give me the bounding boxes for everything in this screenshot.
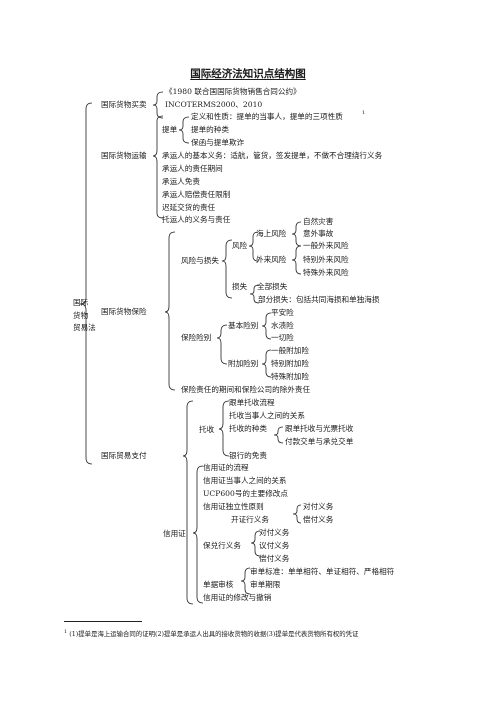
basic-coverage-label: 基本险别 <box>228 321 259 330</box>
review-bracket <box>240 567 251 595</box>
bl-guarantee: 保函与提单欺诈 <box>191 138 245 147</box>
additional-coverage-label: 附加险别 <box>228 359 259 368</box>
independence-bracket <box>292 504 302 524</box>
special-external-risk: 特别外来风险 <box>303 255 349 264</box>
bl-types: 提单的种类 <box>191 125 229 134</box>
all-risks: 一切险 <box>271 333 294 342</box>
general-additional: 一般附加险 <box>271 346 309 355</box>
sale-bracket <box>152 91 164 119</box>
bl-bracket <box>178 116 190 144</box>
branch-sale: 国际货物买卖 <box>101 100 147 109</box>
page-title: 国际经济法知识点结构图 <box>190 68 306 80</box>
external-bracket <box>291 245 302 275</box>
payment-obligation: 对付义务 <box>303 502 334 511</box>
accident: 意外事故 <box>303 229 334 238</box>
sale-incoterms: INCOTERMS2000、2010 <box>165 100 263 109</box>
risk-label: 风险 <box>232 241 248 250</box>
lc-amendment: 信用证的修改与撤销 <box>203 593 272 602</box>
fpa: 平安险 <box>271 308 294 317</box>
general-external-risk: 一般外来风险 <box>303 241 349 250</box>
lc-label: 信用证 <box>163 529 186 538</box>
collection-bracket <box>218 400 230 457</box>
confirm-payment: 对付义务 <box>259 528 290 537</box>
footnote-text: (1)提单是海上运输合同的证明(2)提单是承运人出具的接收货物的收据(3)提单是… <box>69 630 359 639</box>
maritime-risk-label: 海上风险 <box>256 229 287 238</box>
footnote: 1 (1)提单是海上运输合同的证明(2)提单是承运人出具的接收货物的收据(3)提… <box>64 628 358 639</box>
carrier-period: 承运人的责任期间 <box>162 164 223 173</box>
root-label-line-1: 国际 <box>73 298 89 307</box>
review-period: 审单期限 <box>250 580 281 589</box>
confirming-bank-label: 保兑行义务 <box>203 541 241 550</box>
total-loss: 全部损失 <box>257 282 288 291</box>
coverage-label: 保险险别 <box>181 333 212 342</box>
carrier-exemption: 承运人免责 <box>162 177 200 186</box>
confirm-negotiation: 议付义务 <box>259 541 290 550</box>
carrier-obligations: 承运人的基本义务：适航，管货，签发提单，不做不合理绕行义务 <box>162 151 383 160</box>
independence-principle: 信用证独立性原则 <box>203 502 264 511</box>
partial-loss: 部分损失：包括共同海损和单独海损 <box>258 295 380 304</box>
footnote-ref: 1 <box>362 110 366 116</box>
root-label-line-2: 货物 <box>73 311 89 320</box>
insurance-bracket <box>164 231 176 391</box>
insurance-period: 保险责任的期间和保险公司的除外责任 <box>181 385 311 394</box>
root-bracket <box>79 102 93 465</box>
footnote-mark: 1 <box>64 629 68 635</box>
collection-types-label: 托收的种类 <box>229 424 267 433</box>
risk-loss-label: 风险与损失 <box>181 256 219 265</box>
footnote-divider <box>64 621 142 622</box>
lc-flow: 信用证的流程 <box>203 463 249 472</box>
lc-parties: 信用证当事人之间的关系 <box>203 476 287 485</box>
reimbursement-obligation: 偿付义务 <box>303 515 334 524</box>
document-review-label: 单据审核 <box>203 580 234 589</box>
bl-label: 提单 <box>162 125 178 134</box>
types-bracket <box>273 426 284 444</box>
natural-disaster: 自然灾害 <box>303 217 334 226</box>
maritime-bracket <box>291 221 302 247</box>
special-additional: 特别附加险 <box>271 359 309 368</box>
root-label-line-3: 贸易法 <box>73 323 96 332</box>
delay-liability: 迟延交货的责任 <box>162 203 216 212</box>
additional-bracket <box>261 349 272 378</box>
review-standard: 审单标准：单单相符、单证相符、严格相符 <box>250 567 395 576</box>
dp-da: 付款交单与承兑交单 <box>285 437 354 446</box>
branch-payment: 国际贸易支付 <box>101 451 147 460</box>
bank-exemption: 银行的免责 <box>229 451 267 460</box>
coverage-bracket <box>216 324 228 365</box>
carrier-liability-limit: 承运人赔偿责任限制 <box>162 190 231 199</box>
shipper-obligations: 托运人的义务与责任 <box>162 215 231 224</box>
documentary-clean-collection: 跟单托收与光票托收 <box>285 424 354 433</box>
wpa: 水渍险 <box>271 321 294 330</box>
bl-definition: 定义和性质：提单的当事人，提单的三项性质 <box>191 112 343 121</box>
issuing-bank-obligations: 开证行义务 <box>231 515 269 524</box>
payment-bracket <box>182 400 194 605</box>
specific-external-risk: 特殊外来风险 <box>303 268 349 277</box>
loss-label: 损失 <box>232 282 248 291</box>
specific-additional: 特殊附加险 <box>271 372 309 381</box>
basic-bracket <box>261 312 272 340</box>
external-risk-label: 外来风险 <box>256 255 287 264</box>
collection-parties: 托收当事人之间的关系 <box>229 411 305 420</box>
branch-transport: 国际货物运输 <box>101 151 147 160</box>
collection-label: 托收 <box>199 425 215 434</box>
ucp600-changes: UCP600号的主要修改点 <box>203 489 288 498</box>
collection-flow: 跟单托收流程 <box>229 398 275 407</box>
risk-loss-bracket <box>221 239 233 299</box>
branch-insurance: 国际货物保险 <box>101 307 147 316</box>
confirm-reimbursement: 偿付义务 <box>259 554 290 563</box>
lc-bracket <box>192 465 204 604</box>
sale-cisg: 《1980 联合国国际货物销售合同公约》 <box>165 87 301 96</box>
